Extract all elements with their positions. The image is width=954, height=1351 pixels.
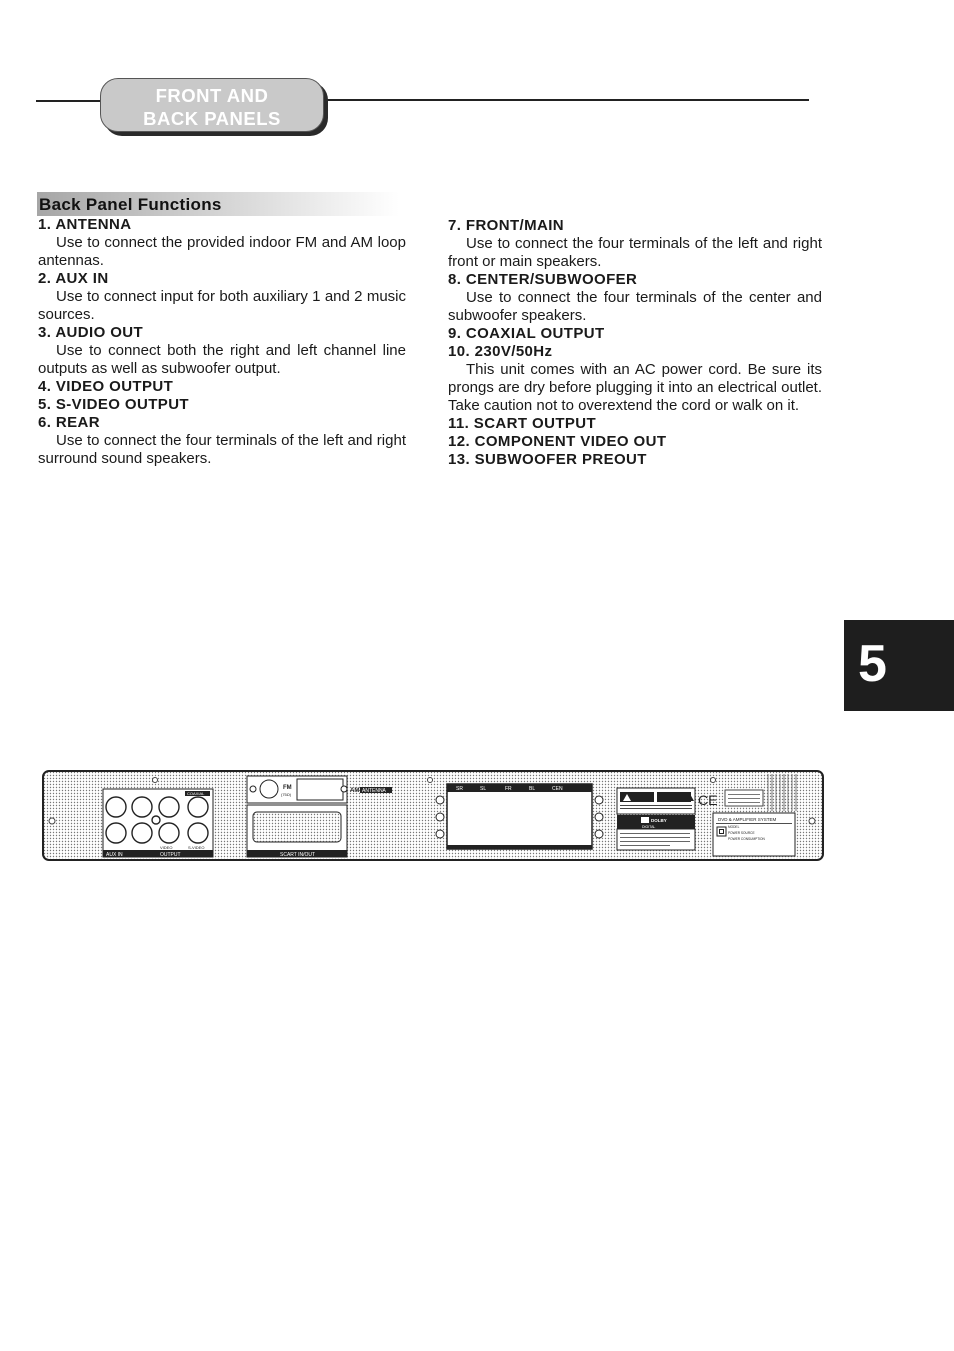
rating-title: DVD & AMPLIFIER SYSTEM <box>718 817 777 822</box>
svideo-label: S-VIDEO <box>188 845 204 850</box>
jack-icon <box>151 815 161 825</box>
speaker-terminal-block <box>446 783 593 850</box>
item-body: Use to connect the provided indoor FM an… <box>38 234 406 269</box>
item-body: Use to connect the four terminals of the… <box>38 432 406 467</box>
item-title: 9. COAXIAL OUTPUT <box>448 325 605 342</box>
item-body: Use to connect both the right and left c… <box>38 342 406 377</box>
coaxial-label: COAXIAL <box>187 791 205 796</box>
item-title: 8. CENTER/SUBWOOFER <box>448 271 638 288</box>
section-tab-line2: BACK PANELS <box>143 108 281 129</box>
jack-icon <box>187 822 209 844</box>
screw-icon <box>435 795 445 805</box>
item-body: Use to connect the four terminals of the… <box>448 289 822 324</box>
item-title: 11. SCART OUTPUT <box>448 415 597 432</box>
jack-icon <box>105 822 127 844</box>
warning-icon <box>623 794 631 801</box>
dolby-logo <box>617 815 695 829</box>
model-label: MODEL <box>728 825 740 829</box>
digital-label: DIGITAL <box>642 825 655 829</box>
item-title: 12. COMPONENT VIDEO OUT <box>448 433 667 450</box>
back-panel-diagram: AUX IN OUTPUT COAXIAL VIDEO S-VIDEO FM (… <box>42 770 824 861</box>
item-title: 6. REAR <box>38 414 100 431</box>
section-heading-text: Back Panel Functions <box>39 195 222 214</box>
section-tab: FRONT AND BACK PANELS <box>100 78 324 132</box>
fm-jack-icon <box>259 779 279 799</box>
left-column: 1. ANTENNA Use to connect the provided i… <box>38 216 406 468</box>
screw-icon <box>249 785 257 793</box>
video-label: VIDEO <box>160 845 172 850</box>
header-rule-right <box>322 99 809 101</box>
power-source-label: POWER SOURCE <box>728 831 755 835</box>
ce-mark-icon: CE <box>698 792 717 808</box>
screw-icon <box>594 795 604 805</box>
screw-icon <box>152 777 158 783</box>
jack-icon <box>158 796 180 818</box>
item-title: 13. SUBWOOFER PREOUT <box>448 451 647 468</box>
power-consumption-label: POWER CONSUMPTION <box>728 837 766 841</box>
item-title: 4. VIDEO OUTPUT <box>38 378 174 395</box>
item-title: 1. ANTENNA <box>38 216 132 233</box>
section-heading: Back Panel Functions <box>37 192 399 216</box>
item-title: 7. FRONT/MAIN <box>448 217 565 234</box>
speaker-sr-label: SR <box>456 786 463 792</box>
item-title: 10. 230V/50Hz <box>448 343 553 360</box>
speaker-bl-label: BL <box>529 786 535 792</box>
dolby-label: DOLBY <box>651 818 667 823</box>
jack-icon <box>131 796 153 818</box>
jack-icon <box>131 822 153 844</box>
page-number-tab: 5 <box>844 620 954 711</box>
am-label: AM <box>350 788 359 794</box>
item-body: Use to connect the four terminals of the… <box>448 235 822 270</box>
screw-icon <box>48 817 56 825</box>
scart-label: SCART IN/OUT <box>280 852 315 858</box>
jack-icon <box>105 796 127 818</box>
item-title: 3. AUDIO OUT <box>38 324 144 341</box>
screw-icon <box>594 829 604 839</box>
page-number: 5 <box>858 635 887 693</box>
section-tab-line1: FRONT AND <box>155 85 269 106</box>
speaker-fr-label: FR <box>505 786 512 792</box>
speaker-sl-label: SL <box>480 786 486 792</box>
screw-icon <box>435 829 445 839</box>
header-rule-left <box>36 100 106 102</box>
jack-icon <box>158 822 180 844</box>
screw-icon <box>427 777 433 783</box>
section-tab-title: FRONT AND BACK PANELS <box>101 84 323 130</box>
output-label: OUTPUT <box>160 852 181 858</box>
antenna-label: ANTENNA <box>362 788 387 794</box>
item-body: This unit comes with an AC power cord. B… <box>448 361 822 414</box>
item-body: Use to connect input for both auxiliary … <box>38 288 406 323</box>
rating-plate <box>712 812 796 857</box>
screw-icon <box>808 817 816 825</box>
aux-in-label: AUX IN <box>106 852 123 858</box>
item-title: 5. S-VIDEO OUTPUT <box>38 396 189 413</box>
item-title: 2. AUX IN <box>38 270 109 287</box>
speaker-cen-label: CEN <box>552 786 563 792</box>
fm-ohm-label: (75Ω) <box>281 792 292 797</box>
jack-icon <box>187 796 209 818</box>
fm-label: FM <box>283 785 292 791</box>
right-column: 7. FRONT/MAIN Use to connect the four te… <box>448 217 822 469</box>
screw-icon <box>435 812 445 822</box>
screw-icon <box>710 777 716 783</box>
warning-icon <box>686 794 694 801</box>
screw-icon <box>594 812 604 822</box>
scart-connector <box>252 811 342 843</box>
